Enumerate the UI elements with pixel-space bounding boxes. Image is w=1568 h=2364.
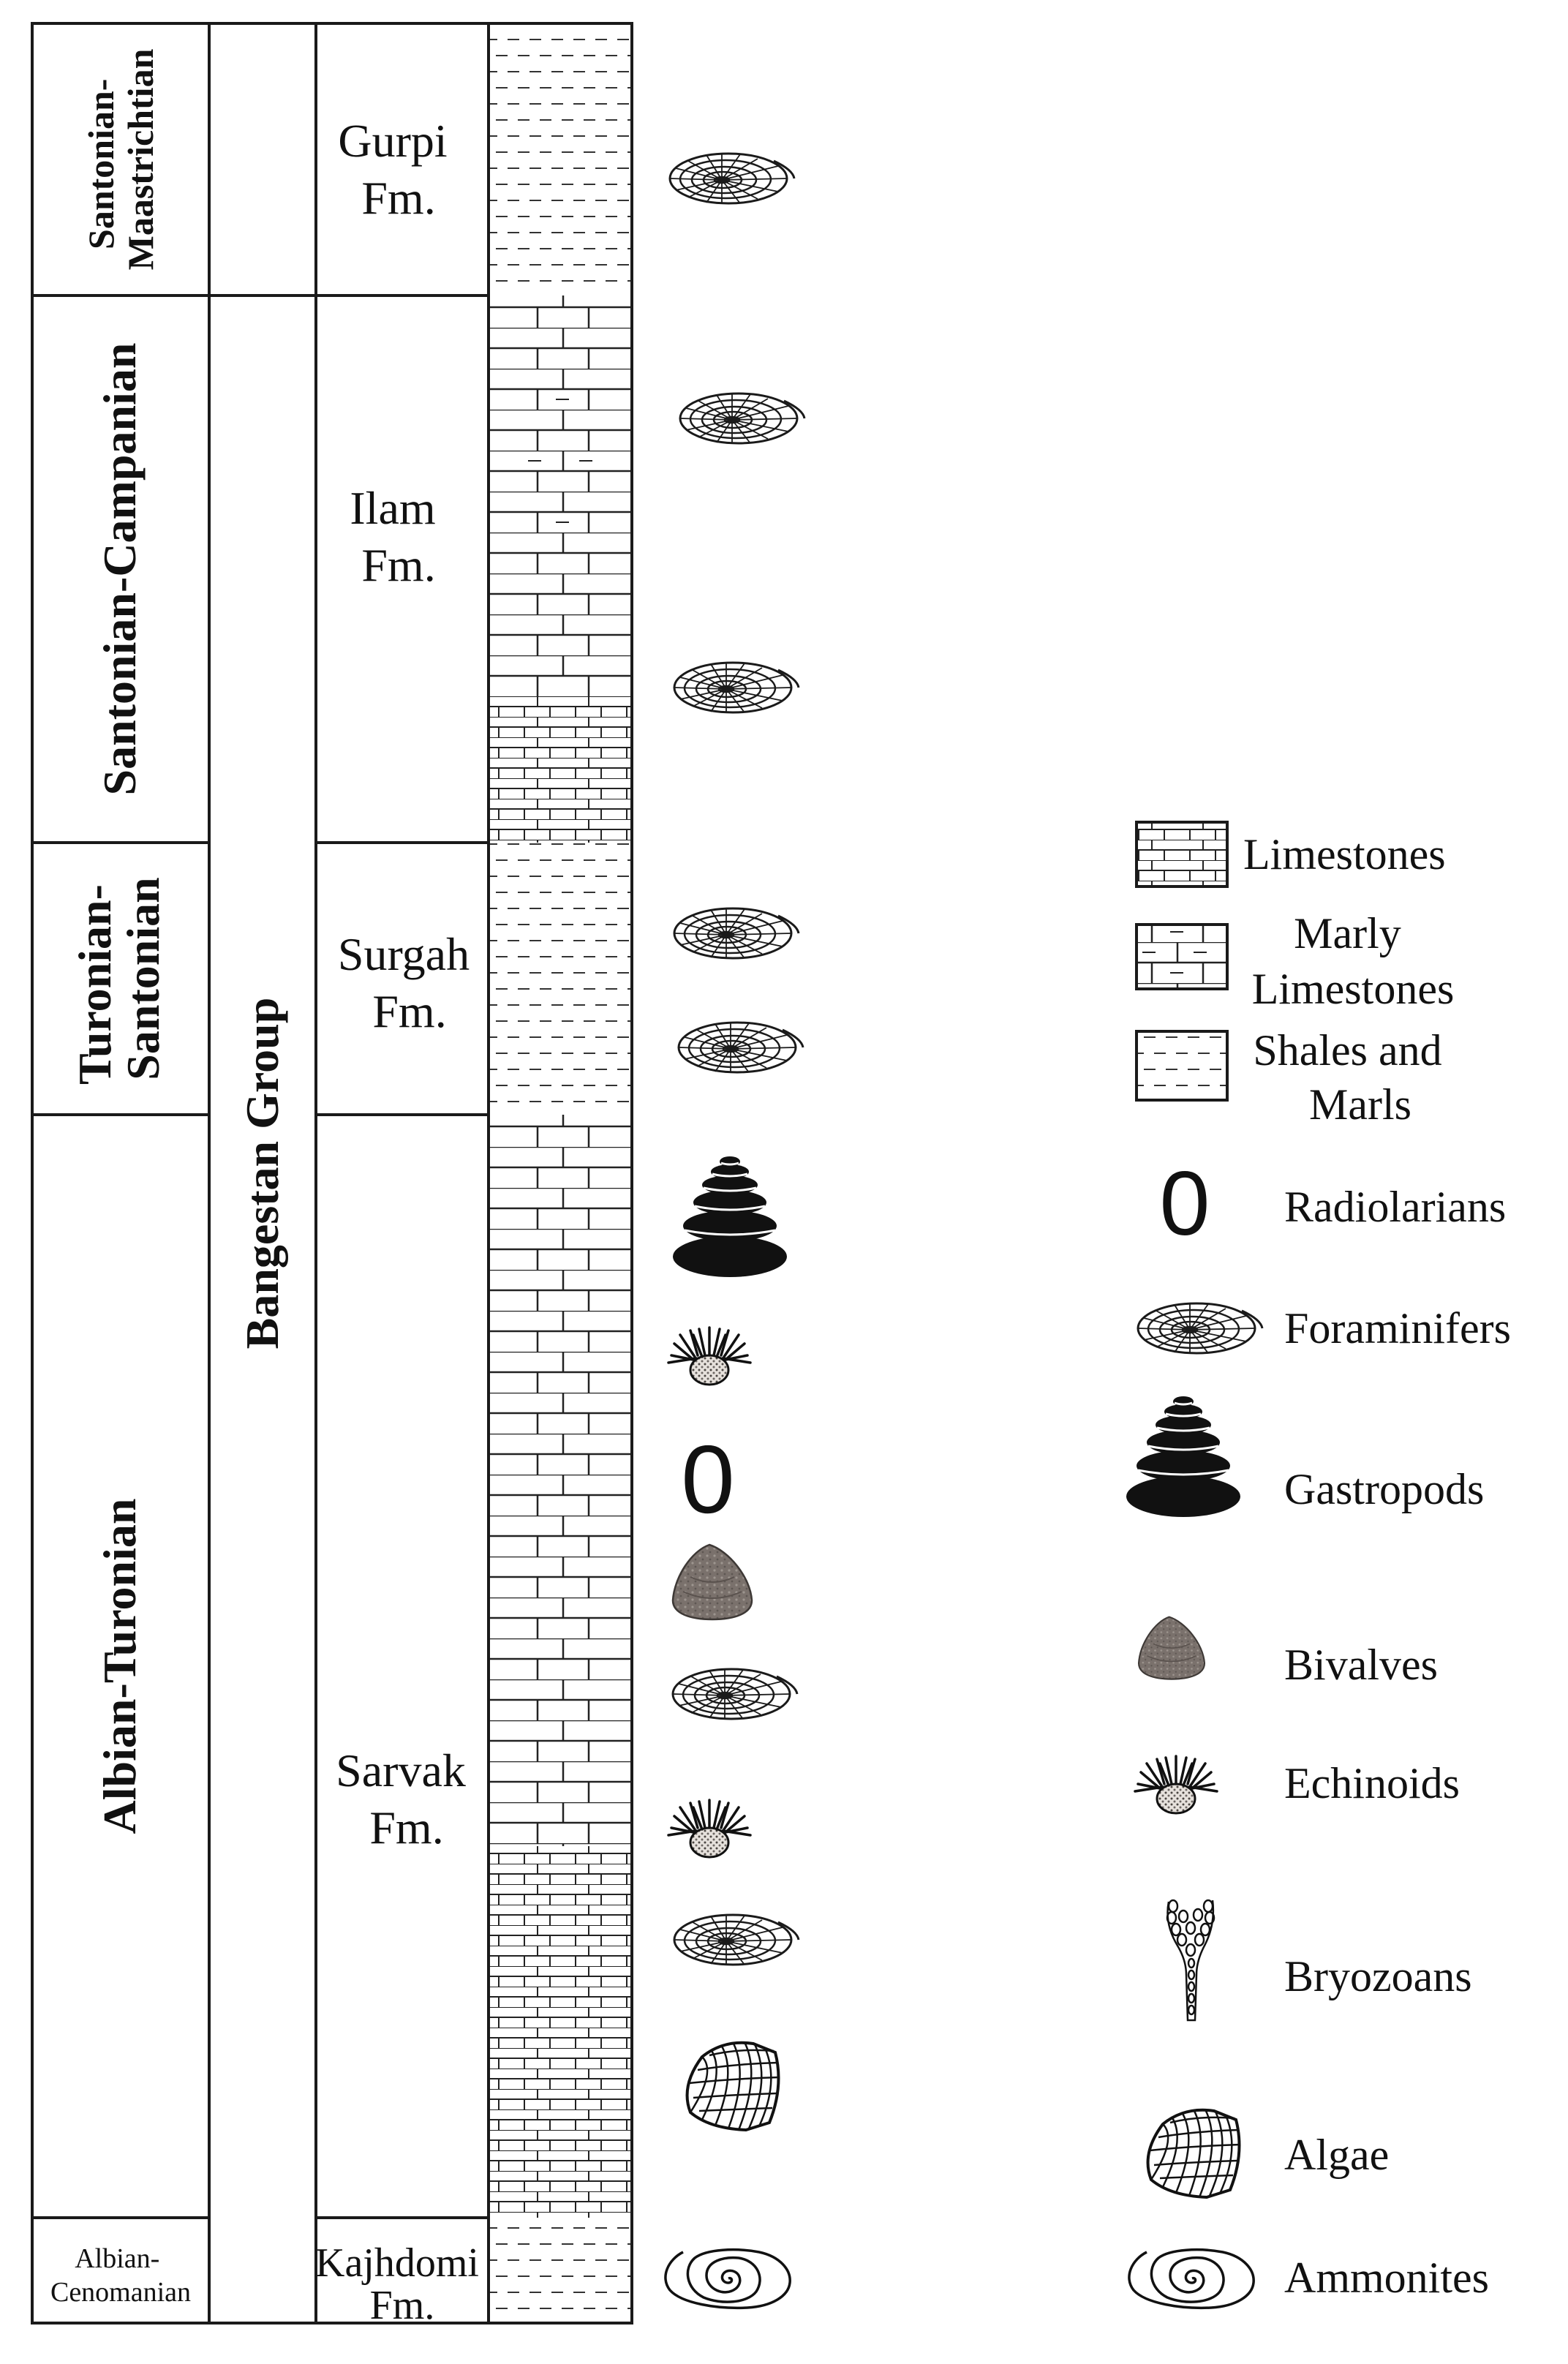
lithology-ilam-marly-3 xyxy=(489,512,632,530)
algae-icon xyxy=(685,2041,781,2131)
legend-item-bivalves: Bivalves xyxy=(1137,1616,1438,1689)
stage-label-turonian-santonian: Turonian- Santonian xyxy=(69,873,169,1085)
foraminifers-icon xyxy=(673,1913,800,1967)
svg-text:Algae: Algae xyxy=(1284,2131,1389,2179)
svg-text:Gastropods: Gastropods xyxy=(1284,1465,1484,1513)
legend-item-shales-marls: Shales and Marls xyxy=(1135,1026,1452,1129)
lithology-ilam-marly-1 xyxy=(489,389,632,407)
svg-text:Marly Limestones: Marly Limestones xyxy=(1252,909,1455,1013)
foraminifers-icon xyxy=(679,392,806,445)
bivalves-icon xyxy=(671,1543,753,1621)
echinoids-icon xyxy=(1134,1755,1218,1815)
formation-label-sarvak: Sarvak Fm. xyxy=(336,1744,478,1853)
stratigraphy-table xyxy=(31,22,633,2325)
svg-text:Bivalves: Bivalves xyxy=(1284,1641,1438,1689)
legend-item-marly-limestones: Marly Limestones xyxy=(1135,909,1455,1013)
formation-label-surgah: Surgah Fm. xyxy=(338,928,481,1037)
lithology-surgah xyxy=(489,843,632,1115)
radiolarians-icon: 0 xyxy=(681,1426,734,1533)
svg-text:Shales and Marls: Shales and Marls xyxy=(1253,1026,1452,1129)
legend-item-radiolarians: 0 Radiolarians xyxy=(1160,1153,1507,1254)
echinoids-icon xyxy=(667,1326,752,1386)
ammonites-icon xyxy=(664,2248,791,2310)
svg-text:Ammonites: Ammonites xyxy=(1284,2254,1489,2302)
formation-label-kajhdomi: Kajhdomi Fm. xyxy=(315,2240,489,2328)
shales-marls-icon xyxy=(1135,1030,1229,1102)
stage-labels: Santonian- Maastrichtian Santonian-Campa… xyxy=(50,48,191,2308)
bryozoans-icon xyxy=(1166,1899,1215,2022)
gastropods-icon xyxy=(671,1155,788,1279)
ammonites-icon xyxy=(1128,2248,1255,2310)
formation-label-ilam: Ilam Fm. xyxy=(350,482,447,591)
marly-limestones-icon xyxy=(1135,923,1229,990)
stage-label-santonian-campanian: Santonian-Campanian xyxy=(94,343,146,796)
gastropods-icon xyxy=(1125,1395,1242,1518)
lithology-ilam-lower xyxy=(489,544,632,696)
legend: Limestones Marly Limestones Shales and M… xyxy=(1125,821,1511,2310)
lithology-kajhdomi xyxy=(489,2218,632,2323)
stage-label-albian-turonian: Albian-Turonian xyxy=(94,1499,146,1834)
legend-item-foraminifers: Foraminifers xyxy=(1137,1302,1511,1355)
legend-item-gastropods: Gastropods xyxy=(1125,1395,1484,1518)
stage-label-santonian-maastrichtian: Santonian- Maastrichtian xyxy=(80,48,161,270)
algae-icon xyxy=(1146,2108,1242,2199)
foraminifers-icon xyxy=(668,152,796,206)
formation-labels: Gurpi Fm. Ilam Fm. Surgah Fm. Sarvak Fm.… xyxy=(315,115,489,2328)
limestones-icon xyxy=(1135,821,1229,888)
lithology-ilam-base xyxy=(489,696,632,843)
formation-label-gurpi: Gurpi Fm. xyxy=(338,115,459,224)
legend-item-algae: Algae xyxy=(1146,2108,1389,2199)
svg-text:Radiolarians: Radiolarians xyxy=(1284,1183,1506,1231)
lithology-ilam-marly-2 xyxy=(489,448,632,465)
fossil-column: 0 xyxy=(664,152,806,2310)
lithology-ilam-upper xyxy=(489,296,632,544)
bivalves-icon xyxy=(1137,1616,1206,1680)
svg-text:Echinoids: Echinoids xyxy=(1284,1759,1460,1807)
svg-text:Bryozoans: Bryozoans xyxy=(1284,1952,1472,2000)
legend-item-limestones: Limestones xyxy=(1135,821,1446,888)
legend-item-bryozoans: Bryozoans xyxy=(1166,1899,1472,2022)
foraminifers-icon xyxy=(673,661,800,715)
foraminifers-icon xyxy=(673,907,800,960)
foraminifers-icon xyxy=(1137,1302,1264,1355)
foraminifers-icon xyxy=(677,1021,804,1074)
lithology-sarvak-upper xyxy=(489,1115,632,1846)
group-label-bangestan: Bangestan Group xyxy=(236,998,288,1349)
lithology-gurpi xyxy=(489,23,632,296)
svg-text:Foraminifers: Foraminifers xyxy=(1284,1304,1511,1352)
legend-item-echinoids: Echinoids xyxy=(1134,1755,1460,1815)
lithology-sarvak-lower xyxy=(489,1846,632,2218)
svg-text:Limestones: Limestones xyxy=(1243,830,1446,878)
echinoids-icon xyxy=(667,1799,752,1859)
foraminifers-icon xyxy=(671,1668,799,1721)
legend-item-ammonites: Ammonites xyxy=(1128,2248,1489,2310)
stage-label-albian-cenomanian: Albian- Cenomanian xyxy=(50,2243,191,2308)
radiolarians-icon: 0 xyxy=(1160,1153,1210,1254)
